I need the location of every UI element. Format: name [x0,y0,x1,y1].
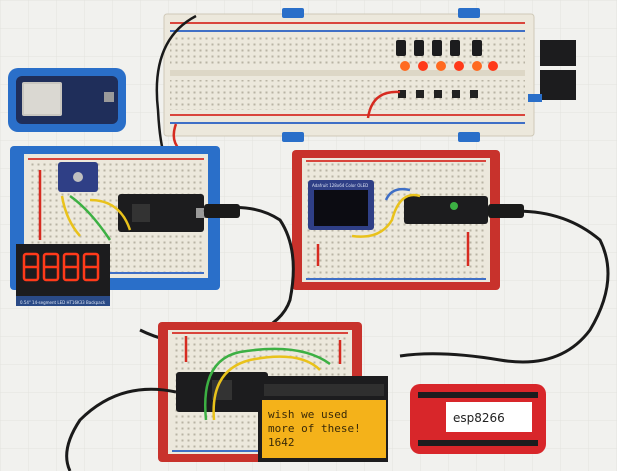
esp8266-case: esp8266 [410,384,546,454]
itsy-board [404,196,488,224]
feather-board [118,194,204,232]
character-lcd: wish we used more of these! 1642 [258,376,388,462]
capacitor-row [396,40,482,56]
led-row [400,61,498,71]
alnum-board-label: 0.54" 14-segment LED HT16K33 Backpack [20,300,106,305]
lcd-line-2: more of these! [268,422,361,435]
right-breadboard: Adafruit 128x64 Color OLED [292,150,500,290]
lcd-line-1: wish we used [268,408,347,421]
alphanumeric-display: 0.54" 14-segment LED HT16K33 Backpack [16,244,110,306]
lcd-line-3: 1642 [268,436,295,449]
top-breadboard [163,8,576,151]
feather-blue-case [8,68,126,132]
esp-label: esp8266 [453,411,505,425]
transistor-row [398,90,478,98]
red-wire [366,90,401,119]
power-jack [528,40,576,102]
mini-display-label: Adafruit 128x64 Color OLED [312,183,368,188]
usb-cable-right [399,209,610,364]
usb-cable-bottom [65,387,177,471]
